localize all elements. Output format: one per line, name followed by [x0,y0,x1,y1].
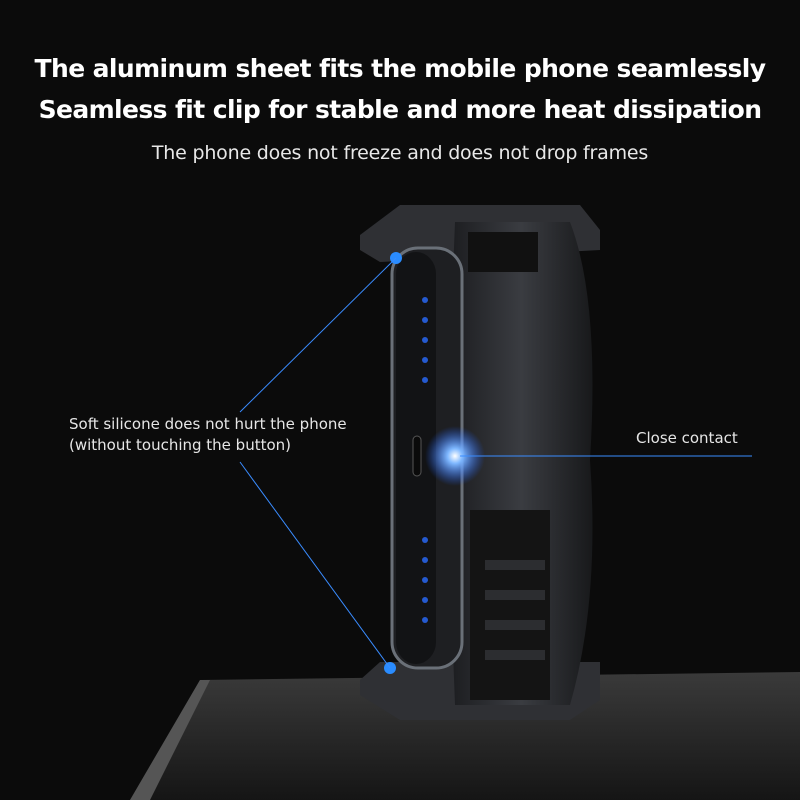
pedestal [130,672,800,800]
headline-line-2: Seamless fit clip for stable and more he… [38,95,762,124]
headline-line-1: The aluminum sheet fits the mobile phone… [34,54,767,83]
callout-left-line-2: (without touching the button) [69,436,292,454]
callout-close-contact: Close contact [636,429,738,447]
contact-glow [425,426,485,486]
callout-left-line-1: Soft silicone does not hurt the phone [69,415,347,433]
subtitle: The phone does not freeze and does not d… [151,142,649,164]
callout-soft-silicone: Soft silicone does not hurt the phone (w… [69,414,347,456]
